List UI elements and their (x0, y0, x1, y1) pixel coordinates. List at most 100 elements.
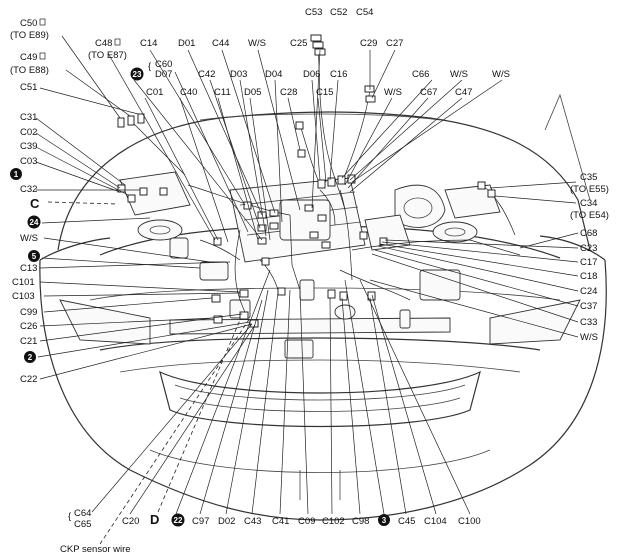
label-c48-sub: (TO E87) (88, 50, 127, 61)
callout-22-text: 22 (174, 516, 183, 525)
label-d05: D05 (244, 87, 261, 98)
engine-components (119, 171, 501, 359)
label-c50-sub: (TO E89) (10, 30, 49, 41)
callout-1 (10, 168, 22, 180)
label-c01: C01 (146, 87, 163, 98)
label-c24: C24 (580, 286, 597, 297)
label-c53: C53 (305, 7, 322, 18)
callout-5-text: 5 (32, 252, 37, 261)
label-c34-sub: (TO E54) (570, 210, 609, 221)
label-c-letter: C (30, 196, 40, 211)
label-c28: C28 (280, 87, 297, 98)
label-c39: C39 (20, 141, 37, 152)
label-c11: C11 (214, 87, 231, 98)
square-icon (39, 18, 46, 26)
label-c22: C22 (20, 374, 37, 385)
label-c54: C54 (356, 7, 373, 18)
label-d03: D03 (230, 69, 247, 80)
label-c45: C45 (398, 516, 415, 527)
label-c09: C09 (298, 516, 315, 527)
callout-3 (378, 514, 390, 526)
callout-23 (130, 67, 144, 81)
label-c40: C40 (180, 87, 197, 98)
label-ws-r2: W/S (492, 69, 510, 80)
right-labels: C35 (TO E55) C34 (TO E54) C68 C23 C17 C1… (570, 172, 609, 343)
label-ws-left: W/S (20, 233, 38, 244)
bottom-labels: { C64 C65 C20 D 22 C97 D02 C43 C41 C09 C… (60, 508, 481, 555)
label-c27: C27 (386, 38, 403, 49)
label-c66: C66 (412, 69, 429, 80)
label-c101: C101 (12, 277, 35, 288)
label-d04: D04 (265, 69, 282, 80)
label-c50: C50 (20, 18, 37, 29)
leader-lines (35, 35, 579, 545)
callout-24 (27, 215, 41, 229)
label-c13: C13 (20, 263, 37, 274)
label-c68: C68 (580, 228, 597, 239)
square-icon (39, 52, 46, 60)
label-c14: C14 (140, 38, 157, 49)
label-c16: C16 (330, 69, 347, 80)
label-d02: D02 (218, 516, 235, 527)
label-ws-right: W/S (580, 332, 598, 343)
label-c44: C44 (212, 38, 229, 49)
label-c23: C23 (580, 243, 597, 254)
label-c35: C35 (580, 172, 597, 183)
label-c47: C47 (455, 87, 472, 98)
label-c49-sub: (TO E88) (10, 65, 49, 76)
label-c37: C37 (580, 301, 597, 312)
vehicle-body (39, 93, 607, 521)
label-c18: C18 (580, 271, 597, 282)
label-c97: C97 (192, 516, 209, 527)
square-icon (114, 38, 121, 46)
label-c64: C64 (74, 508, 91, 519)
label-d-letter: D (150, 512, 159, 527)
label-c34: C34 (580, 198, 597, 209)
callout-5 (28, 250, 40, 262)
label-d07: D07 (155, 69, 172, 80)
label-d01: D01 (178, 38, 195, 49)
label-c35-sub: (TO E55) (570, 184, 609, 195)
callout-2 (24, 351, 36, 363)
label-c31: C31 (20, 112, 37, 123)
label-c60: C60 (155, 59, 172, 70)
callout-24-text: 24 (30, 218, 39, 227)
label-c102: C102 (322, 516, 345, 527)
label-c104: C104 (424, 516, 447, 527)
label-c49: C49 (20, 52, 37, 63)
label-c51: C51 (20, 82, 37, 93)
label-c100: C100 (458, 516, 481, 527)
label-c99: C99 (20, 307, 37, 318)
label-c17: C17 (580, 257, 597, 268)
label-c42: C42 (198, 69, 215, 80)
top-labels: C53 C52 C54 C50 (TO E89) C48 (TO E87) C4… (10, 7, 510, 98)
label-ckp-wire: CKP sensor wire (60, 544, 131, 555)
label-ws-r1: W/S (450, 69, 468, 80)
label-c15: C15 (316, 87, 333, 98)
left-labels: C31 C02 C39 C03 1 C32 C 24 W/S 5 C13 C10… (10, 112, 41, 385)
label-c26: C26 (20, 321, 37, 332)
callout-1-text: 1 (14, 170, 19, 179)
label-d06: D06 (303, 69, 320, 80)
label-c32: C32 (20, 184, 37, 195)
brace-icon: { (68, 511, 71, 522)
label-c48: C48 (95, 38, 112, 49)
callout-23-text: 23 (133, 70, 142, 79)
label-c52: C52 (330, 7, 347, 18)
callout-3-text: 3 (382, 516, 387, 525)
brace-icon: { (148, 61, 151, 72)
label-c67: C67 (420, 87, 437, 98)
label-c03: C03 (20, 156, 37, 167)
label-ws-c: W/S (384, 87, 402, 98)
label-c98: C98 (352, 516, 369, 527)
label-c20: C20 (122, 516, 139, 527)
label-c29: C29 (360, 38, 377, 49)
label-c25: C25 (290, 38, 307, 49)
label-c21: C21 (20, 336, 37, 347)
label-c02: C02 (20, 127, 37, 138)
label-ws-top: W/S (248, 38, 266, 49)
callout-2-text: 2 (28, 353, 33, 362)
label-c43: C43 (244, 516, 261, 527)
label-c103: C103 (12, 291, 35, 302)
